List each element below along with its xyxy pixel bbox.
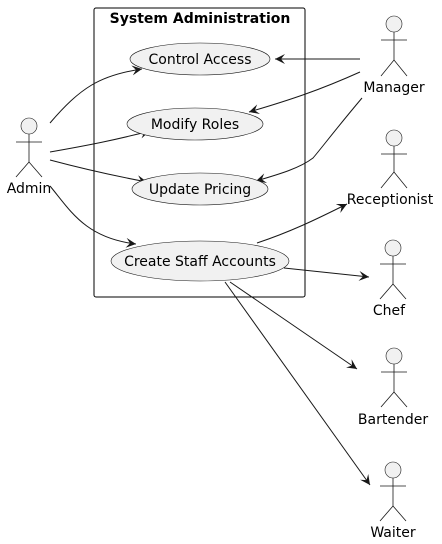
associations: [49, 54, 371, 486]
association-create-staff-receptionist: [256, 203, 348, 244]
use-case-label: Update Pricing: [149, 182, 251, 198]
association-admin-modify-roles: [49, 128, 151, 153]
actor-bartender[interactable]: Bartender: [358, 347, 428, 428]
actor-chef[interactable]: Chef: [373, 239, 407, 319]
system-boundary: System Administration: [93, 7, 306, 298]
association-create-staff-waiter: [224, 281, 371, 486]
use-case-ellipse: [126, 107, 264, 141]
use-case-update-pricing[interactable]: Update Pricing: [131, 172, 269, 206]
use-case-ellipse: [129, 42, 271, 76]
actor-label: Receptionist: [347, 192, 434, 208]
association-manager-modify-roles: [248, 71, 361, 114]
use-case-create-staff-accounts[interactable]: Create Staff Accounts: [110, 240, 290, 282]
actor-icon: [379, 461, 407, 522]
use-case-label: Create Staff Accounts: [124, 254, 276, 270]
use-case-label: Control Access: [149, 52, 252, 68]
association-create-staff-chef: [283, 267, 370, 281]
use-case-label: Modify Roles: [151, 117, 239, 133]
actor-icon: [15, 117, 43, 178]
actor-label: Chef: [373, 303, 406, 319]
actor-icon: [380, 15, 408, 77]
association-admin-update-pricing: [49, 159, 148, 186]
use-case-control-access[interactable]: Control Access: [129, 42, 271, 76]
use-case-ellipse: [110, 240, 290, 282]
use-case-modify-roles[interactable]: Modify Roles: [126, 107, 264, 141]
association-create-staff-bartender: [229, 281, 358, 370]
actor-label: Waiter: [370, 525, 416, 541]
actor-icon: [380, 129, 408, 189]
actor-label: Admin: [7, 181, 52, 197]
association-admin-create-staff-accounts: [49, 185, 137, 248]
actor-manager[interactable]: Manager: [363, 15, 425, 96]
association-admin-control-access: [49, 65, 143, 124]
system-boundary-frame: [93, 7, 306, 298]
actor-label: Bartender: [358, 412, 428, 428]
actor-receptionist[interactable]: Receptionist: [347, 129, 434, 208]
actor-icon: [379, 239, 407, 300]
actor-admin[interactable]: Admin: [7, 117, 52, 197]
actor-waiter[interactable]: Waiter: [370, 461, 416, 541]
system-boundary-title: System Administration: [110, 11, 291, 27]
actor-label: Manager: [363, 80, 425, 96]
association-manager-update-pricing: [255, 97, 363, 183]
actor-icon: [380, 347, 408, 408]
use-case-ellipse: [131, 172, 269, 206]
